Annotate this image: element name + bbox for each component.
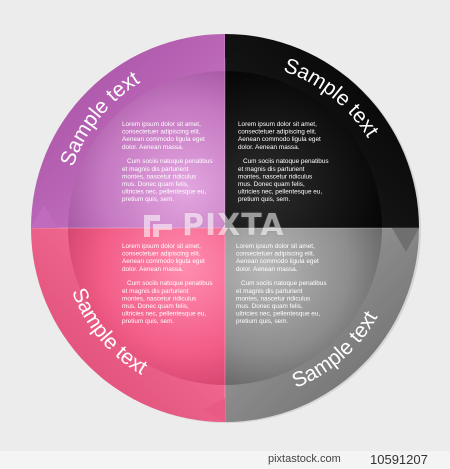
body-line: Aenean commodo ligula eget [122, 258, 205, 265]
quadrant-bottom-left-body: Lorem ipsum dolor sit amet,consectetuer … [122, 243, 213, 325]
body-line: Cum sociis natoque penatibus [127, 280, 213, 287]
quadrant-top-left-face [68, 71, 225, 228]
body-line: pretium quis, sem. [122, 196, 174, 203]
pixta-logo-icon [144, 214, 172, 237]
body-line: dolor. Aenean massa. [122, 266, 184, 273]
watermark-text: PIXTA [182, 208, 285, 243]
body-line: montes, nascetur ridiculus [122, 295, 196, 302]
footer-site: pixtastock.com [268, 453, 341, 465]
body-line: et magnis dis parturient [236, 288, 303, 295]
body-line: mus. Donec quam felis, [122, 303, 189, 310]
arrow-tab-left [31, 205, 58, 228]
body-line: mus. Donec quam felis, [236, 303, 303, 310]
body-line: mus. Donec quam felis, [238, 181, 305, 188]
body-line: Aenean commodo ligula eget [122, 136, 205, 143]
body-line: Aenean commodo ligula eget [236, 258, 319, 265]
body-line: consectetuer adipiscing elit. [122, 251, 201, 258]
watermark: PIXTA [140, 208, 285, 243]
body-line: ultricies nec, pellentesque eu, [122, 189, 206, 196]
footer-image-id: 10591207 [370, 452, 428, 467]
body-line: Cum sociis natoque penatibus [243, 158, 329, 165]
quadrant-bottom-right-body: Lorem ipsum dolor sit amet,consectetuer … [236, 243, 327, 325]
body-line: pretium quis, sem. [122, 318, 174, 325]
quadrant-top-right-face [225, 71, 382, 228]
body-line: consectetuer adipiscing elit. [236, 251, 315, 258]
body-line: Cum sociis natoque penatibus [241, 280, 327, 287]
body-line: pretium quis, sem. [238, 196, 290, 203]
body-line: Lorem ipsum dolor sit amet, [238, 121, 317, 128]
body-line: pretium quis, sem. [236, 318, 288, 325]
arrow-tab-right [392, 228, 419, 252]
body-line: ultricies nec, pellentesque eu, [238, 189, 322, 196]
body-line: et magnis dis parturient [122, 288, 189, 295]
body-line: dolor. Aenean massa. [122, 144, 184, 151]
body-line: dolor. Aenean massa. [238, 144, 300, 151]
body-line: montes, nascetur ridiculus [236, 295, 310, 302]
quadrant-top-right-body: Lorem ipsum dolor sit amet,consectetuer … [238, 121, 329, 203]
body-line: Cum sociis natoque penatibus [127, 158, 213, 165]
body-line: montes, nascetur ridiculus [238, 173, 312, 180]
body-line: et magnis dis parturient [238, 166, 305, 173]
arrow-tab-top [225, 34, 248, 58]
footer-bar: pixtastock.com 10591207 [0, 451, 450, 469]
body-line: montes, nascetur ridiculus [122, 173, 196, 180]
body-line: et magnis dis parturient [122, 166, 189, 173]
body-line: consectetuer adipiscing elit. [122, 129, 201, 136]
quadrant-bottom-right-face [225, 228, 382, 385]
quadrant-bottom-left-face [68, 228, 225, 385]
body-line: Lorem ipsum dolor sit amet, [122, 243, 201, 250]
quadrant-top-left-body: Lorem ipsum dolor sit amet,consectetuer … [122, 121, 213, 203]
body-line: Aenean commodo ligula eget [238, 136, 321, 143]
body-line: consectetuer adipiscing elit. [238, 129, 317, 136]
arrow-tab-bottom [203, 398, 225, 422]
body-line: Lorem ipsum dolor sit amet, [236, 243, 315, 250]
body-line: mus. Donec quam felis, [122, 181, 189, 188]
body-line: dolor. Aenean massa. [236, 266, 298, 273]
body-line: Lorem ipsum dolor sit amet, [122, 121, 201, 128]
body-line: ultricies nec, pellentesque eu, [122, 311, 206, 318]
body-line: ultricies nec, pellentesque eu, [236, 311, 320, 318]
